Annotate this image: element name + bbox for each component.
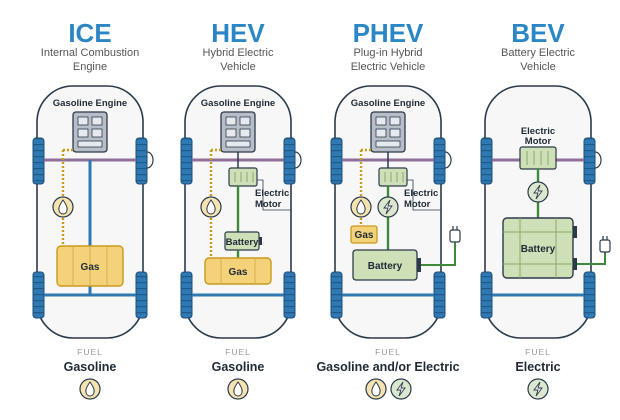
- rotation-arrow-icon: [146, 151, 154, 169]
- column-name-line-2: Vehicle: [220, 61, 255, 73]
- rotation-arrow-icon: [594, 151, 602, 169]
- gas-tank: [56, 245, 124, 287]
- column-name-line-2: Electric Vehicle: [351, 61, 426, 73]
- motor-label-line-2: Motor: [404, 199, 431, 210]
- column-name-line-1: Hybrid Electric: [203, 47, 274, 59]
- column-name-line-1: Plug-in Hybrid: [353, 47, 422, 59]
- rear-left-wheel: [330, 271, 343, 319]
- electric-motor: [378, 167, 408, 187]
- front-left-wheel: [330, 137, 343, 185]
- tank-label: Gas: [229, 267, 248, 278]
- column-abbr: ICE: [68, 18, 111, 48]
- column-name-line-2: Engine: [73, 61, 107, 73]
- gasoline-engine: [220, 111, 256, 153]
- tank-label: Gas: [81, 262, 100, 273]
- fuel-heading: FUEL: [77, 347, 103, 357]
- column-name-line-1: Internal Combustion: [41, 47, 139, 59]
- car-body: [480, 85, 602, 339]
- gasoline-engine: [72, 111, 108, 153]
- fuel-value: Gasoline: [212, 360, 265, 374]
- motor-label-line-2: Motor: [255, 199, 282, 210]
- fuel-drop-icon: [79, 378, 101, 400]
- electric-motor: [228, 167, 258, 187]
- gas-tank: [350, 225, 378, 244]
- electric-motor: [519, 146, 557, 170]
- lightning-icon: [527, 378, 549, 400]
- rear-left-wheel: [32, 271, 45, 319]
- column-phev: PHEV Plug-in Hybrid Electric Vehicle Gas…: [316, 18, 461, 400]
- front-right-wheel: [583, 137, 596, 185]
- front-right-wheel: [135, 137, 148, 185]
- battery-label: Battery: [368, 261, 403, 272]
- engine-label: Gasoline Engine: [351, 98, 425, 109]
- rear-right-wheel: [283, 271, 296, 319]
- rear-right-wheel: [135, 271, 148, 319]
- fuel-value: Electric: [515, 360, 560, 374]
- front-left-wheel: [480, 137, 493, 185]
- fuel-value: Gasoline: [64, 360, 117, 374]
- rotation-arrow-icon: [444, 151, 452, 169]
- column-abbr: HEV: [211, 18, 265, 48]
- rear-right-wheel: [583, 271, 596, 319]
- column-abbr: BEV: [511, 18, 565, 48]
- gas-tank: [204, 257, 272, 285]
- engine-label: Gasoline Engine: [201, 98, 275, 109]
- battery: [352, 249, 421, 281]
- charging-cable: [577, 252, 606, 265]
- motor-label-line-1: Electric: [404, 188, 438, 199]
- column-abbr: PHEV: [353, 18, 424, 48]
- battery-label: Battery: [521, 244, 556, 255]
- tank-label: Gas: [355, 230, 374, 241]
- rear-left-wheel: [180, 271, 193, 319]
- engine-label: Gasoline Engine: [53, 98, 127, 109]
- front-right-wheel: [433, 137, 446, 185]
- motor-label-line-1: Electric: [255, 188, 289, 199]
- rear-left-wheel: [480, 271, 493, 319]
- fuel-drop-icon: [365, 378, 387, 400]
- column-name-line-1: Battery Electric: [501, 47, 575, 59]
- plug-icon: [599, 236, 611, 253]
- rotation-arrow-icon: [294, 151, 302, 169]
- battery-label: Battery: [226, 237, 259, 248]
- motor-label-line-2: Motor: [525, 136, 552, 147]
- gasoline-engine: [370, 111, 406, 153]
- battery: [502, 217, 577, 279]
- motor-label-line-1: Electric: [521, 126, 555, 137]
- fuel-value: Gasoline and/or Electric: [316, 360, 459, 374]
- front-left-wheel: [32, 137, 45, 185]
- front-right-wheel: [283, 137, 296, 185]
- column-bev: BEV Battery Electric Vehicle Electric Mo…: [480, 18, 611, 400]
- front-left-wheel: [180, 137, 193, 185]
- battery: [224, 231, 262, 251]
- rear-right-wheel: [433, 271, 446, 319]
- fuel-heading: FUEL: [375, 347, 401, 357]
- fuel-heading: FUEL: [225, 347, 251, 357]
- column-ice: ICE Internal Combustion Engine Gasoline …: [32, 18, 154, 400]
- column-hev: HEV Hybrid Electric Vehicle Gasoline Eng…: [180, 18, 302, 400]
- lightning-icon: [390, 378, 412, 400]
- plug-icon: [449, 226, 461, 243]
- charging-cable: [421, 242, 456, 266]
- fuel-drop-icon: [227, 378, 249, 400]
- column-name-line-2: Vehicle: [520, 61, 555, 73]
- fuel-heading: FUEL: [525, 347, 551, 357]
